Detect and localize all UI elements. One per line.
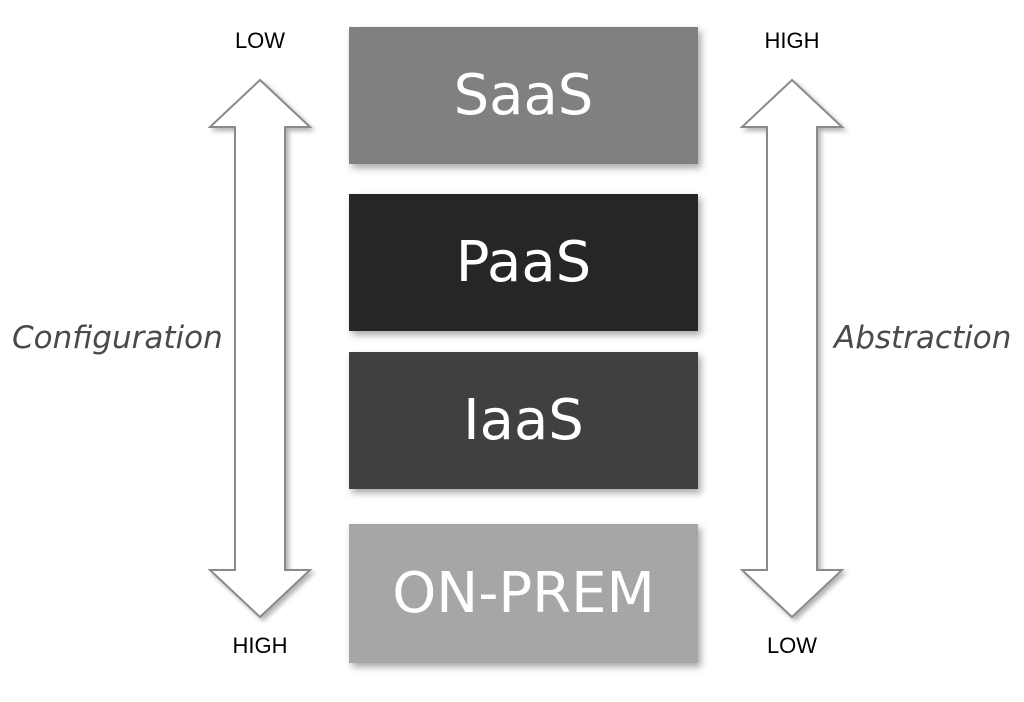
left-double-arrow-icon <box>207 78 313 619</box>
left-axis-bottom-label: HIGH <box>232 633 288 658</box>
layer-paas: PaaS <box>349 194 698 331</box>
right-double-arrow-icon <box>739 78 845 619</box>
right-axis-bottom-label: LOW <box>766 633 818 658</box>
left-axis-title: Configuration <box>12 320 223 356</box>
layer-iaas: IaaS <box>349 352 698 489</box>
layer-on-prem: ON-PREM <box>349 524 698 663</box>
right-axis-top-label: HIGH <box>764 28 820 53</box>
layer-saas: SaaS <box>349 27 698 164</box>
right-axis-title: Abstraction <box>834 320 1012 356</box>
left-axis-top-label: LOW <box>234 28 286 53</box>
